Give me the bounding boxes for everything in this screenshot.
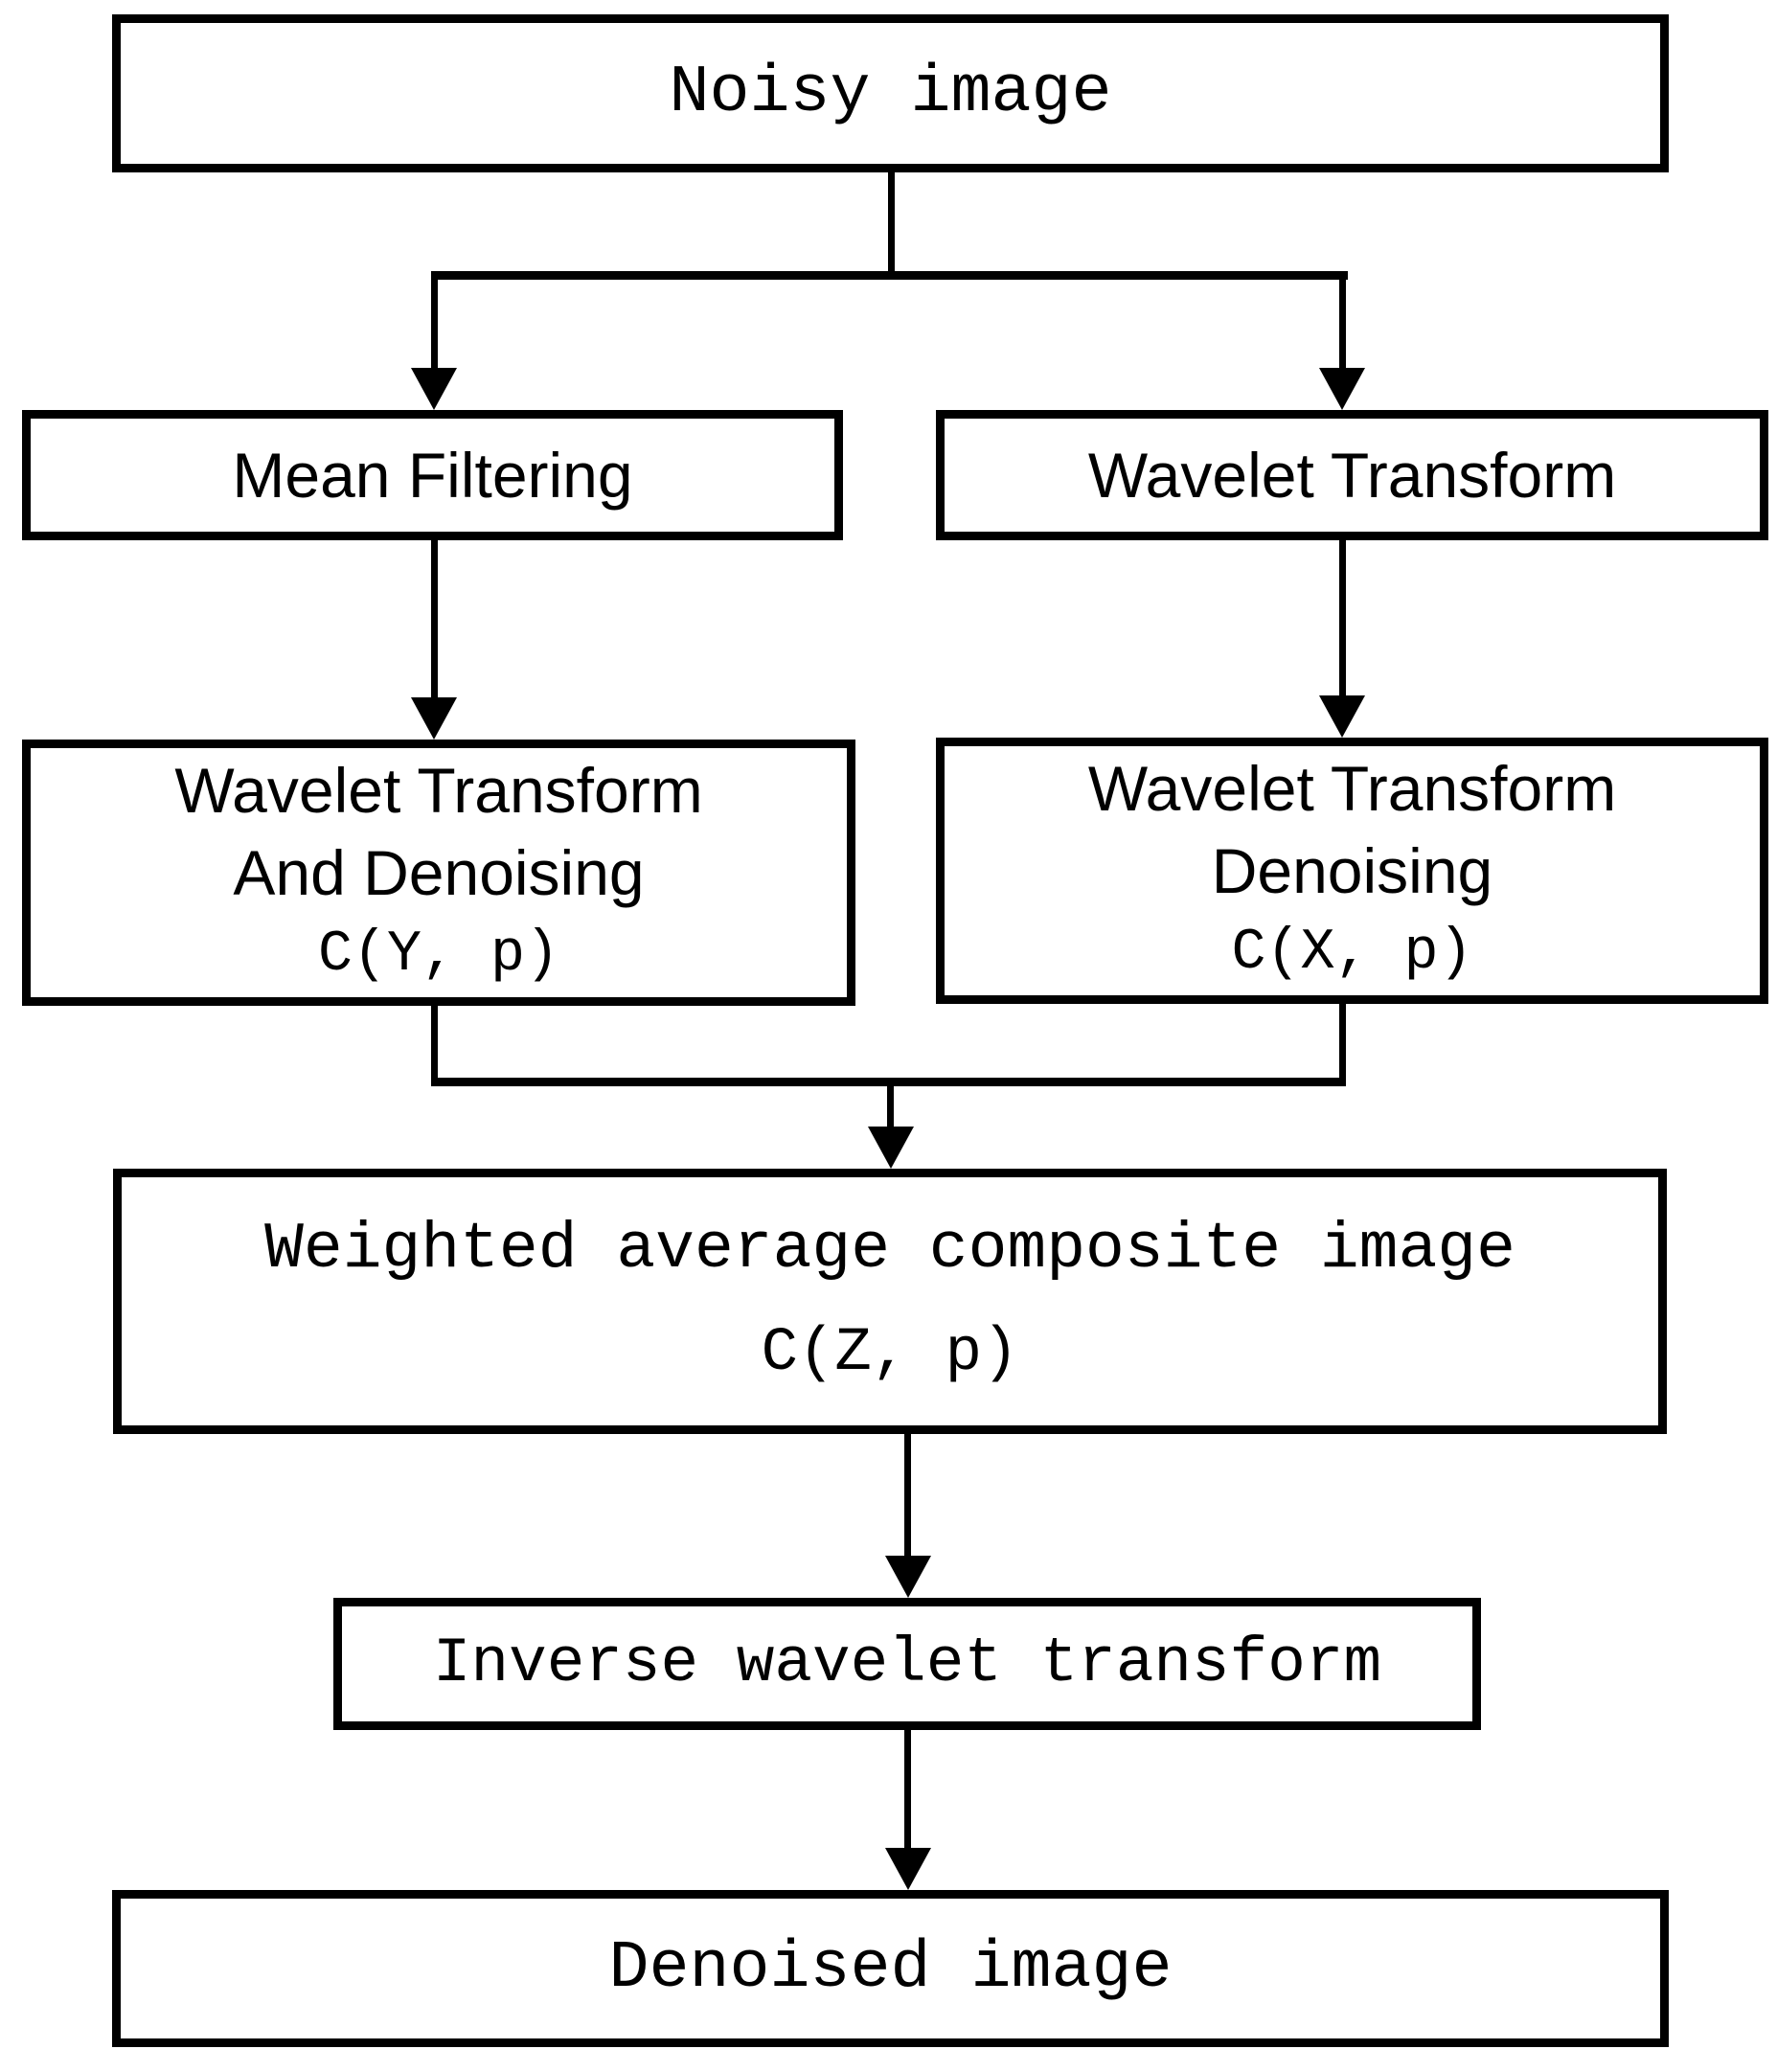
connector-inverse-to-denoised-arrowhead bbox=[885, 1848, 931, 1890]
connector-weighted-to-inverse bbox=[904, 1434, 911, 1558]
connector-noisy-stem bbox=[888, 172, 895, 280]
node-left-denoise-formula: C(Y, p) bbox=[317, 922, 560, 988]
node-right-denoise-formula: C(X, p) bbox=[1231, 921, 1473, 986]
node-weighted-formula: C(Z, p) bbox=[761, 1318, 1019, 1388]
node-left-denoise-line2: And Denoising bbox=[233, 837, 645, 908]
node-denoised-image: Denoised image bbox=[112, 1890, 1669, 2047]
connector-split-to-wavelet bbox=[1339, 276, 1346, 370]
node-denoised-label: Denoised image bbox=[608, 1930, 1173, 2007]
connector-split-to-mean bbox=[431, 276, 438, 370]
node-wavelet-transform: Wavelet Transform bbox=[936, 410, 1768, 540]
node-left-denoise-line1: Wavelet Transform bbox=[174, 755, 703, 826]
node-mean-filtering-label: Mean Filtering bbox=[232, 440, 633, 511]
connector-left-denoise-to-merge bbox=[431, 1006, 438, 1086]
connector-merge-to-weighted bbox=[887, 1086, 894, 1128]
node-weighted-line1: Weighted average composite image bbox=[264, 1212, 1515, 1286]
node-wavelet-transform-denoising: Wavelet Transform Denoising C(X, p) bbox=[936, 738, 1768, 1004]
connector-mean-to-left-denoise-arrowhead bbox=[411, 697, 457, 740]
connector-split-to-wavelet-arrowhead bbox=[1319, 368, 1365, 410]
connector-wavelet-to-right-denoise-arrowhead bbox=[1319, 695, 1365, 738]
connector-weighted-to-inverse-arrowhead bbox=[885, 1556, 931, 1598]
node-right-denoise-line1: Wavelet Transform bbox=[1087, 753, 1617, 824]
connector-merge-to-weighted-arrowhead bbox=[868, 1127, 914, 1169]
connector-merge-bar bbox=[431, 1078, 1346, 1086]
connector-inverse-to-denoised bbox=[904, 1730, 911, 1850]
node-mean-filtering: Mean Filtering bbox=[22, 410, 843, 540]
connector-split-bar bbox=[431, 271, 1348, 280]
node-weighted-average-composite-image: Weighted average composite image C(Z, p) bbox=[113, 1169, 1667, 1434]
connector-split-to-mean-arrowhead bbox=[411, 368, 457, 410]
node-wavelet-transform-and-denoising: Wavelet Transform And Denoising C(Y, p) bbox=[22, 740, 855, 1006]
node-wavelet-transform-label: Wavelet Transform bbox=[1087, 440, 1617, 511]
node-inverse-label: Inverse wavelet transform bbox=[432, 1627, 1382, 1699]
node-noisy-image: Noisy image bbox=[112, 14, 1669, 172]
connector-mean-to-left-denoise bbox=[431, 540, 438, 697]
node-inverse-wavelet-transform: Inverse wavelet transform bbox=[333, 1598, 1481, 1730]
connector-right-denoise-to-merge bbox=[1339, 1004, 1346, 1086]
connector-wavelet-to-right-denoise bbox=[1339, 540, 1346, 695]
node-noisy-image-label: Noisy image bbox=[669, 56, 1112, 131]
node-right-denoise-line2: Denoising bbox=[1211, 835, 1493, 906]
